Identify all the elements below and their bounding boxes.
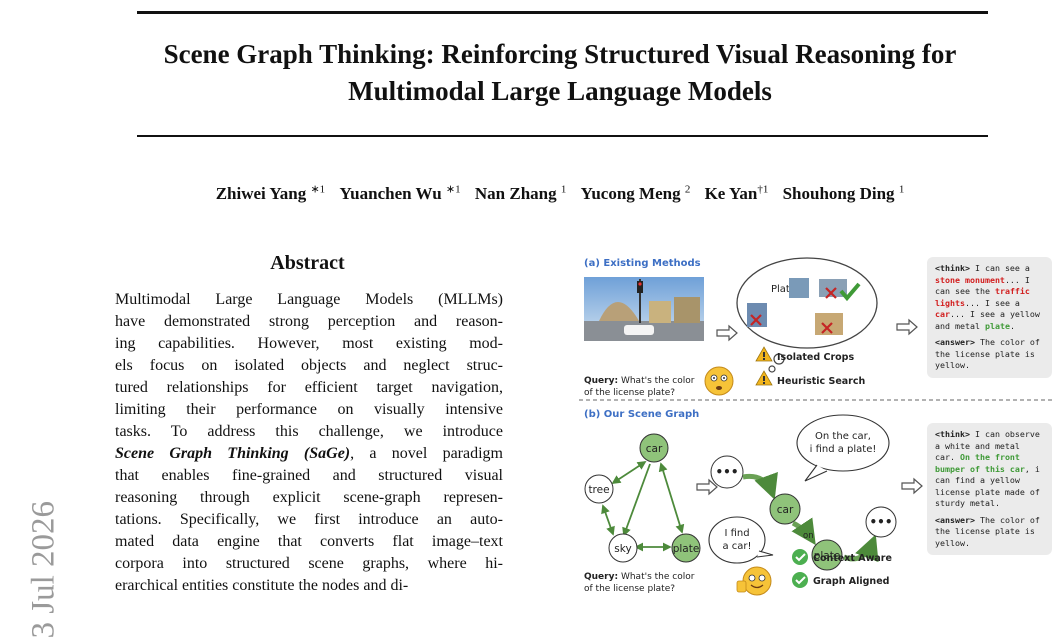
abstract-line: have demonstrated strong perception and … [115, 313, 503, 330]
warning-icon [755, 346, 773, 362]
query-b: Query: What's the color of the license p… [584, 572, 695, 594]
warning-isolated-crops: Isolated Crops [777, 352, 854, 363]
street-photo [584, 277, 704, 341]
bubble-find-line1: I find [724, 528, 749, 539]
arxiv-date-stamp: 3 Jul 2026 [25, 500, 62, 639]
abstract-line: els focus on isolated objects and neglec… [115, 357, 503, 374]
svg-text:•••: ••• [869, 515, 892, 529]
author-list: Zhiwei Yang ∗1 Yuanchen Wu ∗1 Nan Zhang … [120, 182, 1000, 204]
author: Ke Yan†1 [704, 183, 769, 203]
figure-canvas: (a) Existing Methods Query: What's the c… [579, 257, 1054, 596]
title-line-2: Multimodal Large Language Models [348, 76, 772, 106]
abstract-line: reasoning through explicit scene-graph r… [115, 489, 503, 506]
reasoning-box-a: <think> I can see a stone monument... I … [927, 257, 1052, 378]
title-bottom-rule [137, 135, 988, 137]
title-line-1: Scene Graph Thinking: Reinforcing Struct… [163, 39, 957, 69]
node-plate: plate [673, 543, 700, 555]
author: Yucong Meng 2 [580, 183, 691, 203]
paper-title: Scene Graph Thinking: Reinforcing Struct… [110, 36, 1010, 110]
panel-a-label: (a) Existing Methods [584, 258, 701, 269]
thumbs-up-emoji-icon [736, 566, 772, 596]
reasoning-box-b: <think> I can observe a white and metal … [927, 423, 1052, 555]
crop-thumbnail [789, 278, 809, 298]
author: Yuanchen Wu ∗1 [339, 183, 461, 203]
hollow-arrow-icon [716, 324, 738, 342]
warning-heuristic-search: Heuristic Search [777, 376, 866, 387]
query-a: Query: What's the color of the license p… [584, 376, 695, 398]
cross-icon [821, 322, 833, 334]
warning-icon [755, 370, 773, 386]
bubble-found-line1: On the car, [815, 431, 871, 442]
thought-plate-text: Plate? [771, 284, 801, 295]
bubble-find-line2: a car! [722, 541, 751, 552]
reasoning-path: ••• car on plate ••• [710, 455, 897, 571]
bubble-found-line2: i find a plate! [810, 444, 877, 455]
abstract-line: limiting their performance on visually i… [115, 401, 503, 418]
abstract-line: tasks. To address this challenge, we int… [115, 423, 503, 440]
abstract-line: corpora into structured scene graphs, wh… [115, 555, 503, 572]
abstract-line: tured relationships for efficient target… [115, 379, 503, 396]
hollow-arrow-icon [696, 478, 718, 496]
crop-thumbnail [747, 303, 767, 327]
check-context-aware: Context Aware [813, 553, 892, 564]
node-car: car [646, 443, 663, 455]
svg-text:•••: ••• [715, 465, 738, 479]
abstract-heading: Abstract [270, 252, 345, 274]
cross-icon [825, 287, 837, 299]
top-rule [137, 11, 988, 14]
cross-icon [750, 314, 762, 326]
author: Shouhong Ding 1 [782, 183, 905, 203]
thought-cloud: Plate? [736, 257, 878, 373]
path-node-plate: plate [814, 550, 841, 562]
scene-graph: car tree sky plate [584, 433, 701, 563]
confused-emoji-icon [704, 366, 734, 396]
hollow-arrow-icon [896, 318, 918, 336]
speech-bubble: I find a car! [708, 516, 774, 564]
abstract-line: Multimodal Large Language Models (MLLMs) [115, 291, 503, 308]
edge-label-on: on [803, 531, 814, 541]
path-node-car: car [777, 504, 794, 516]
figure-1: (a) Existing Methods Query: What's the c… [579, 251, 1054, 612]
panel-b-label: (b) Our Scene Graph [584, 409, 699, 420]
abstract-line: erarchical entities constitute the nodes… [115, 577, 409, 594]
crop-thumbnail [815, 313, 843, 335]
abstract-line: mated data engine that converts flat ima… [115, 533, 503, 550]
hollow-arrow-icon [901, 477, 923, 495]
check-graph-aligned: Graph Aligned [813, 576, 889, 587]
speech-bubble: On the car, i find a plate! [796, 414, 890, 482]
abstract-line: tations. Specifically, we first introduc… [115, 511, 503, 528]
author: Zhiwei Yang ∗1 [215, 183, 326, 203]
check-icon [839, 282, 861, 302]
check-circle-icon [792, 549, 808, 565]
node-tree: tree [588, 484, 609, 496]
author: Nan Zhang 1 [474, 183, 567, 203]
check-circle-icon [792, 572, 808, 588]
abstract-line: ing capabilities. However, most existing… [115, 335, 503, 352]
abstract-line: Scene Graph Thinking (SaGe), a novel par… [115, 445, 503, 462]
node-sky: sky [614, 543, 631, 555]
abstract-line: that enables fine-grained and structured… [115, 467, 503, 484]
